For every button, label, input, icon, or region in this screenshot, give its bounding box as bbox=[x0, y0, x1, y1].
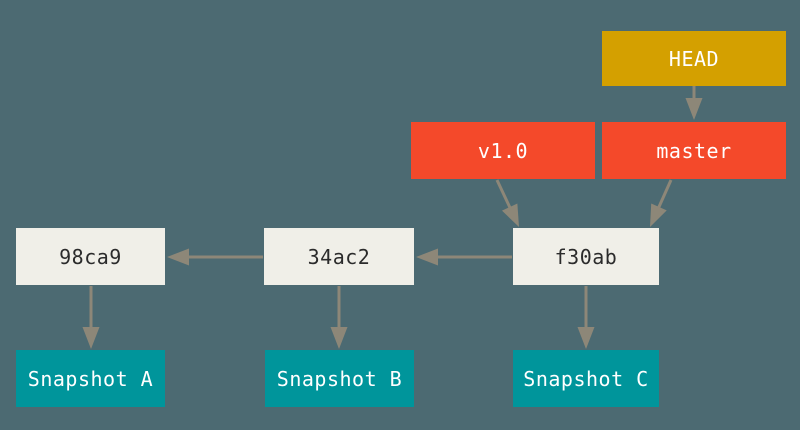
arrowhead bbox=[82, 327, 100, 349]
node-label: 98ca9 bbox=[59, 244, 122, 269]
node-snapshot-b: Snapshot B bbox=[265, 350, 414, 407]
arrow-master-to-f30ab bbox=[650, 179, 673, 227]
arrow-head-to-master bbox=[685, 86, 703, 120]
arrow-f30ab-to-34ac2 bbox=[416, 248, 512, 266]
arrowhead bbox=[685, 98, 703, 120]
arrow-f30ab-to-snap-c bbox=[577, 286, 595, 349]
node-label: master bbox=[656, 138, 732, 163]
arrowhead bbox=[330, 327, 348, 349]
arrowhead bbox=[650, 203, 667, 227]
node-label: Snapshot A bbox=[27, 366, 154, 391]
arrow-v10-to-f30ab bbox=[495, 179, 519, 227]
node-label: Snapshot B bbox=[276, 366, 403, 391]
arrowhead bbox=[167, 248, 189, 266]
node-snapshot-c: Snapshot C bbox=[513, 350, 659, 407]
node-head: HEAD bbox=[602, 31, 786, 86]
node-commit-f30ab: f30ab bbox=[513, 228, 659, 285]
node-commit-34ac2: 34ac2 bbox=[264, 228, 414, 285]
arrow-34ac2-to-snap-b bbox=[330, 286, 348, 349]
node-commit-98ca9: 98ca9 bbox=[16, 228, 165, 285]
arrowhead bbox=[501, 203, 519, 227]
node-label: f30ab bbox=[554, 244, 618, 269]
node-label: Snapshot C bbox=[523, 366, 649, 391]
arrow-98ca9-to-snap-a bbox=[82, 286, 100, 349]
node-snapshot-a: Snapshot A bbox=[16, 350, 165, 407]
node-label: HEAD bbox=[668, 46, 720, 71]
arrowhead bbox=[577, 327, 595, 349]
node-tag-v10: v1.0 bbox=[411, 122, 595, 179]
node-branch-master: master bbox=[602, 122, 786, 179]
node-label: v1.0 bbox=[477, 138, 529, 163]
arrow-34ac2-to-98ca9 bbox=[167, 248, 263, 266]
arrowhead bbox=[416, 248, 438, 266]
node-label: 34ac2 bbox=[307, 244, 371, 269]
